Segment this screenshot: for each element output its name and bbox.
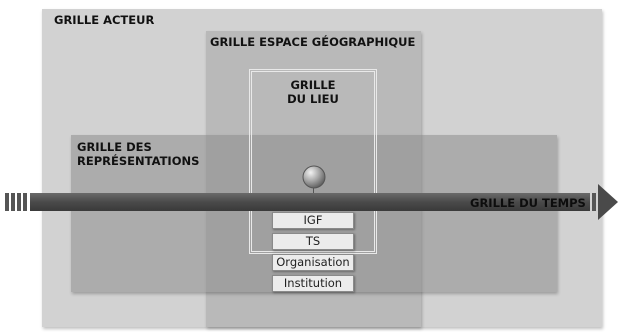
- stack-item-organisation: Organisation: [272, 254, 354, 271]
- grid-representations-label-line2: REPRÉSENTATIONS: [77, 154, 200, 168]
- stack-item-ts: TS: [272, 233, 354, 250]
- grid-espace-label: GRILLE ESPACE GÉOGRAPHIQUE: [210, 35, 416, 49]
- grid-lieu-label-line2: DU LIEU: [287, 92, 339, 106]
- grid-lieu-label-line1: GRILLE: [290, 78, 336, 92]
- stack-item-institution: Institution: [272, 275, 354, 292]
- sphere-node: [302, 165, 326, 189]
- grid-lieu-frame: [249, 69, 377, 254]
- grid-acteur-label: GRILLE ACTEUR: [54, 13, 155, 27]
- grid-temps-label: GRILLE DU TEMPS: [470, 196, 586, 210]
- stack-item-igf: IGF: [272, 212, 354, 229]
- time-arrow: [5, 184, 618, 220]
- grid-representations-label-line1: GRILLE DES: [77, 140, 152, 154]
